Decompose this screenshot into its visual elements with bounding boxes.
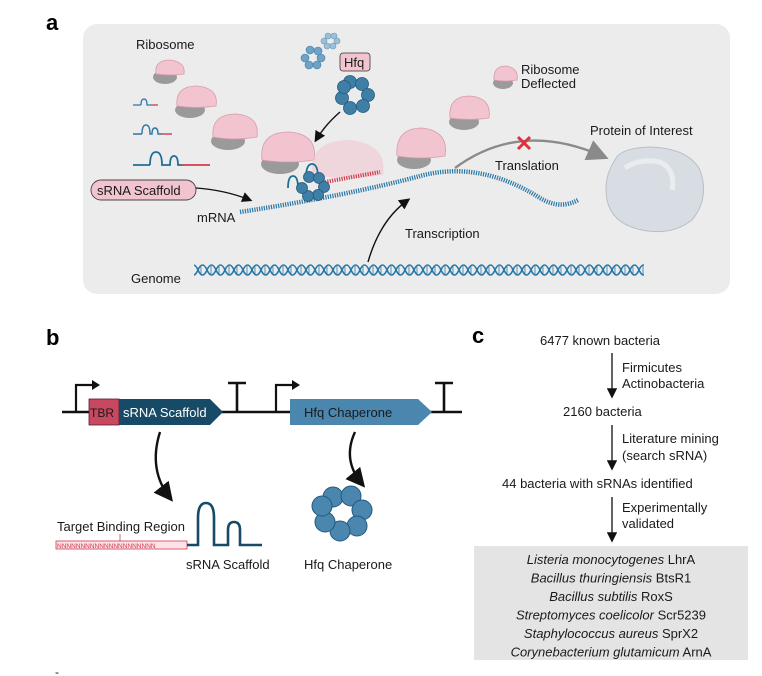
srna-scaffold-glyph xyxy=(133,151,210,166)
srna-expression-arrow xyxy=(153,431,173,502)
hfq-gene-label: Hfq Chaperone xyxy=(304,405,392,420)
ribosome-deflected-label-2: Deflected xyxy=(521,76,576,91)
hfq-icon xyxy=(335,75,375,115)
genome-dna-helix xyxy=(194,260,644,280)
step-2160-bacteria: 2160 bacteria xyxy=(563,404,643,419)
ribosome-icon-1 xyxy=(153,59,185,84)
panel-c-letter: c xyxy=(472,323,484,348)
filter-firmicutes: Firmicutes xyxy=(622,360,682,375)
hfq-small-icon-2 xyxy=(300,45,326,70)
step-44-bacteria: 44 bacteria with sRNAs identified xyxy=(502,476,693,491)
step-known-bacteria: 6477 known bacteria xyxy=(540,333,661,348)
protein-blob-icon xyxy=(605,146,705,233)
srna-small-glyph-1 xyxy=(133,98,158,106)
hfq-gene-block xyxy=(290,399,432,425)
srna-scaffold-label: sRNA Scaffold xyxy=(97,183,181,198)
filter-literature-mining: Literature mining xyxy=(622,431,719,446)
srna-to-mrna-arrow xyxy=(195,187,253,202)
mrna-label: mRNA xyxy=(197,210,236,225)
validated-species-box xyxy=(474,546,748,660)
species-srna: Scr5239 xyxy=(654,608,706,623)
srna-scaffold-gene-label: sRNA Scaffold xyxy=(123,405,207,420)
species-srna: RoxS xyxy=(637,589,673,604)
filter-experimentally: Experimentally xyxy=(622,500,708,515)
species-name: Listeria monocytogenes xyxy=(527,552,665,567)
species-row: Bacillus subtilis RoxS xyxy=(549,589,673,604)
bound-hfq-icon xyxy=(296,171,330,202)
species-srna: ArnA xyxy=(680,645,712,660)
species-name: Staphylococcus aureus xyxy=(524,626,659,641)
transcription-label: Transcription xyxy=(405,226,480,241)
hfq-label-box xyxy=(339,52,371,72)
species-name: Streptomyces coelicolor xyxy=(516,608,655,623)
nnn-sequence: NNNNNNNNNNNNNNNNNNNNN xyxy=(57,543,156,550)
ribosome-icon-6 xyxy=(449,95,490,130)
panel-a-letter: a xyxy=(46,10,59,35)
species-row: Bacillus thuringiensis BtsR1 xyxy=(531,571,691,586)
species-row: Staphylococcus aureus SprX2 xyxy=(524,626,698,641)
filter-actinobacteria: Actinobacteria xyxy=(622,376,705,391)
srna-scaffold-structure xyxy=(187,501,262,547)
ribosome-icon-faded xyxy=(311,140,384,178)
ribosome-label: Ribosome xyxy=(136,37,195,52)
ribosome-deflected-label-1: Ribosome xyxy=(521,62,580,77)
mrna-strand xyxy=(239,169,580,215)
hfq-chaperone-label-b: Hfq Chaperone xyxy=(304,557,392,572)
srna-scaffold-label-box xyxy=(90,179,197,201)
hfq-binding-arrow xyxy=(314,111,341,143)
tbr-label: TBR xyxy=(90,406,114,420)
ribosome-icon-5 xyxy=(396,127,446,169)
hfq-hexamer-icon xyxy=(311,485,373,542)
mrna-target-region xyxy=(324,170,381,184)
stray-mark: - xyxy=(55,665,59,676)
hfq-small-icon-1 xyxy=(320,32,341,50)
translation-label: Translation xyxy=(495,158,559,173)
species-row: Listeria monocytogenes LhrA xyxy=(527,552,696,567)
species-row: Streptomyces coelicolor Scr5239 xyxy=(516,608,706,623)
species-name: Bacillus thuringiensis xyxy=(531,571,653,586)
species-srna: SprX2 xyxy=(658,626,698,641)
bound-srna-glyph xyxy=(287,163,319,189)
hfq-expression-arrow xyxy=(345,431,366,488)
ribosome-icon-2 xyxy=(175,85,217,118)
panel-b-letter: b xyxy=(46,325,59,350)
validated-species-list: Listeria monocytogenes LhrA Bacillus thur… xyxy=(511,552,712,660)
ribosome-icon-4 xyxy=(261,131,315,174)
species-name: Bacillus subtilis xyxy=(549,589,638,604)
filter-search-srna: (search sRNA) xyxy=(622,448,707,463)
species-srna: BtsR1 xyxy=(652,571,691,586)
genome-label: Genome xyxy=(131,271,181,286)
translation-blocked-icon xyxy=(516,135,532,151)
species-row: Corynebacterium glutamicum ArnA xyxy=(511,645,712,660)
hfq-label: Hfq xyxy=(344,55,364,70)
tbr-block xyxy=(88,398,120,426)
ribosome-icon-deflected xyxy=(493,65,518,89)
species-srna: LhrA xyxy=(664,552,695,567)
filter-validated: validated xyxy=(622,516,674,531)
srna-scaffold-gene-block xyxy=(119,399,223,425)
srna-small-glyph-2 xyxy=(133,124,172,135)
species-name: Corynebacterium glutamicum xyxy=(511,645,680,660)
transcription-arrow xyxy=(367,198,411,263)
srna-scaffold-label-b: sRNA Scaffold xyxy=(186,557,270,572)
target-binding-region-label: Target Binding Region xyxy=(57,519,185,534)
protein-of-interest-label: Protein of Interest xyxy=(590,123,693,138)
ribosome-icon-3 xyxy=(211,113,258,150)
